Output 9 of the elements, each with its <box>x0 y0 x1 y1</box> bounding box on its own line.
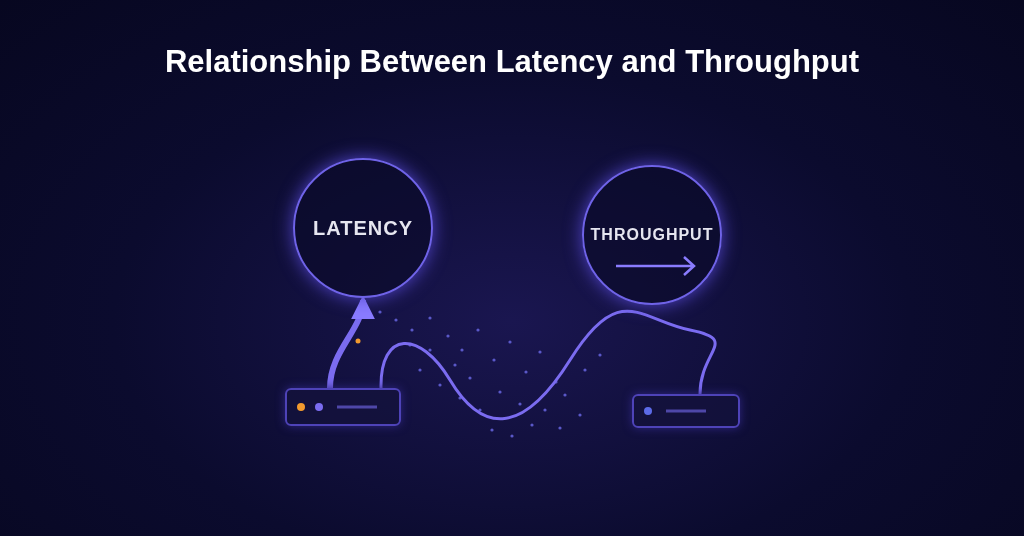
curved-arrow <box>327 295 374 389</box>
wavy-connector <box>379 309 717 420</box>
circle-node <box>582 165 722 305</box>
server-box <box>632 394 740 428</box>
node-label: LATENCY <box>313 216 413 240</box>
title: Relationship Between Latency and Throughput <box>164 44 860 80</box>
node-label: THROUGHPUT <box>590 226 714 244</box>
server-box <box>285 388 401 426</box>
circle-node <box>293 158 433 298</box>
